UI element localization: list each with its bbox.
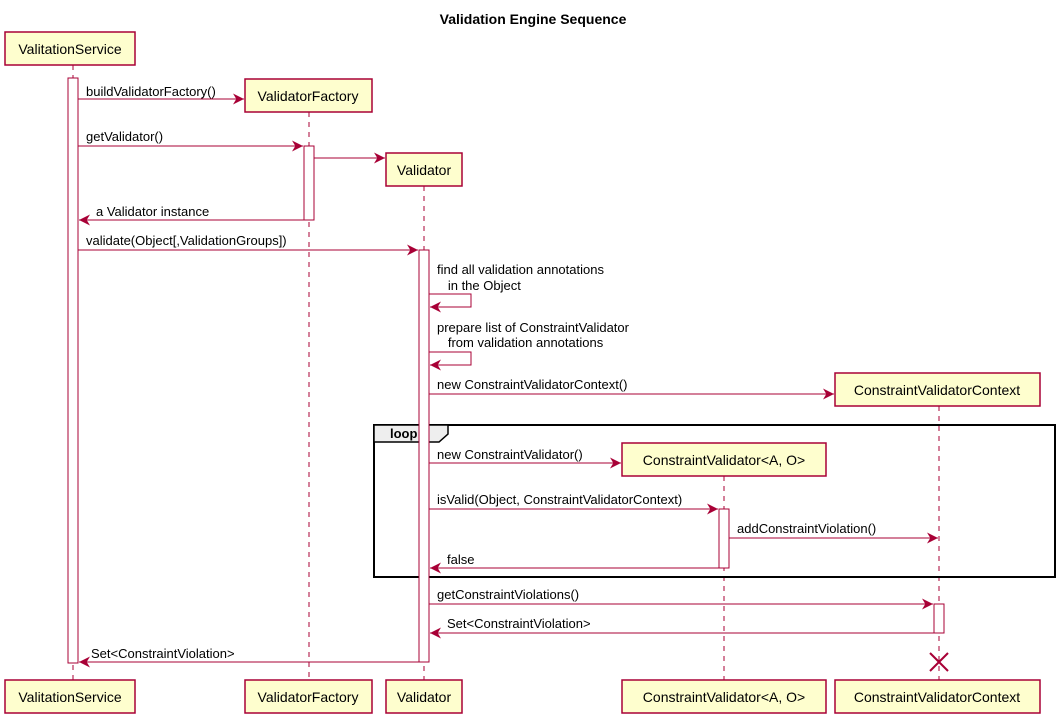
message-set-constraint-violation-return: Set<ConstraintViolation> <box>430 616 934 639</box>
participant-constraint-validator-context-bottom: ConstraintValidatorContext <box>834 679 1041 714</box>
message-label: prepare list of ConstraintValidator from… <box>437 320 633 350</box>
participant-label: ConstraintValidatorContext <box>854 689 1020 705</box>
participant-label: ConstraintValidator<A, O> <box>643 689 805 705</box>
participant-validator-factory-bottom: ValidatorFactory <box>244 679 373 714</box>
message-add-constraint-violation: addConstraintViolation() <box>729 521 938 544</box>
participant-boxes-top: ValitationService ValidatorFactory Valid… <box>4 31 1041 477</box>
message-get-validator: getValidator() <box>78 129 303 152</box>
messages: buildValidatorFactory() getValidator() a… <box>78 84 938 668</box>
message-label: validate(Object[,ValidationGroups]) <box>86 233 287 248</box>
message-label-line: in the Object <box>437 278 521 293</box>
message-validate: validate(Object[,ValidationGroups]) <box>78 233 418 256</box>
participant-validator-factory: ValidatorFactory <box>244 78 373 113</box>
participant-constraint-validator-bottom: ConstraintValidator<A, O> <box>621 679 827 714</box>
diagram-title: Validation Engine Sequence <box>440 11 627 27</box>
participant-constraint-validator: ConstraintValidator<A, O> <box>621 442 827 477</box>
message-label: new ConstraintValidatorContext() <box>437 377 628 392</box>
message-label: getConstraintViolations() <box>437 587 579 602</box>
message-build-validator-factory: buildValidatorFactory() <box>78 84 244 105</box>
message-label: Set<ConstraintViolation> <box>447 616 591 631</box>
activation-constraint-validator-context <box>933 603 945 634</box>
participant-constraint-validator-context: ConstraintValidatorContext <box>834 372 1041 407</box>
participant-label: Validator <box>397 162 452 178</box>
participant-label: Validator <box>397 689 452 705</box>
message-label: addConstraintViolation() <box>737 521 876 536</box>
participant-validation-service: ValitationService <box>4 31 136 66</box>
participant-label: ValidatorFactory <box>258 689 359 705</box>
participant-label: ValidatorFactory <box>258 88 359 104</box>
message-get-constraint-violations: getConstraintViolations() <box>429 587 933 610</box>
message-label-line: find all validation annotations <box>437 262 604 277</box>
message-label: find all validation annotations in the O… <box>437 262 608 293</box>
message-label: isValid(Object, ConstraintValidatorConte… <box>437 492 682 507</box>
message-label: getValidator() <box>86 129 163 144</box>
message-label: false <box>447 552 474 567</box>
message-label: Set<ConstraintViolation> <box>91 646 235 661</box>
destroy-x-icon <box>929 652 949 672</box>
message-label-line: prepare list of ConstraintValidator <box>437 320 630 335</box>
message-a-validator-instance: a Validator instance <box>79 204 304 226</box>
message-is-valid: isValid(Object, ConstraintValidatorConte… <box>429 492 718 515</box>
message-false: false <box>430 552 719 574</box>
activation-validator <box>418 249 430 663</box>
message-find-annotations: find all validation annotations in the O… <box>429 262 608 313</box>
participant-boxes-bottom: ValitationService ValidatorFactory Valid… <box>4 679 1041 714</box>
participant-label: ConstraintValidatorContext <box>854 382 1020 398</box>
message-label: new ConstraintValidator() <box>437 447 583 462</box>
participant-label: ConstraintValidator<A, O> <box>643 452 805 468</box>
message-label-line: from validation annotations <box>437 335 604 350</box>
message-label: buildValidatorFactory() <box>86 84 216 99</box>
participant-validator-bottom: Validator <box>385 679 463 714</box>
participant-validation-service-bottom: ValitationService <box>4 679 136 714</box>
participant-label: ValitationService <box>18 41 121 57</box>
message-prepare-list: prepare list of ConstraintValidator from… <box>429 320 633 371</box>
message-set-constraint-violation-final: Set<ConstraintViolation> <box>79 646 419 668</box>
participant-validator: Validator <box>385 152 463 187</box>
participant-label: ValitationService <box>18 689 121 705</box>
message-new-constraint-validator-context: new ConstraintValidatorContext() <box>429 377 834 400</box>
activation-validation-service <box>67 77 79 664</box>
activations <box>67 77 945 664</box>
message-new-constraint-validator: new ConstraintValidator() <box>429 447 621 469</box>
activation-validator-factory <box>303 145 315 221</box>
message-label: a Validator instance <box>96 204 209 219</box>
activation-constraint-validator <box>718 508 730 569</box>
loop-label: loop <box>390 426 417 441</box>
